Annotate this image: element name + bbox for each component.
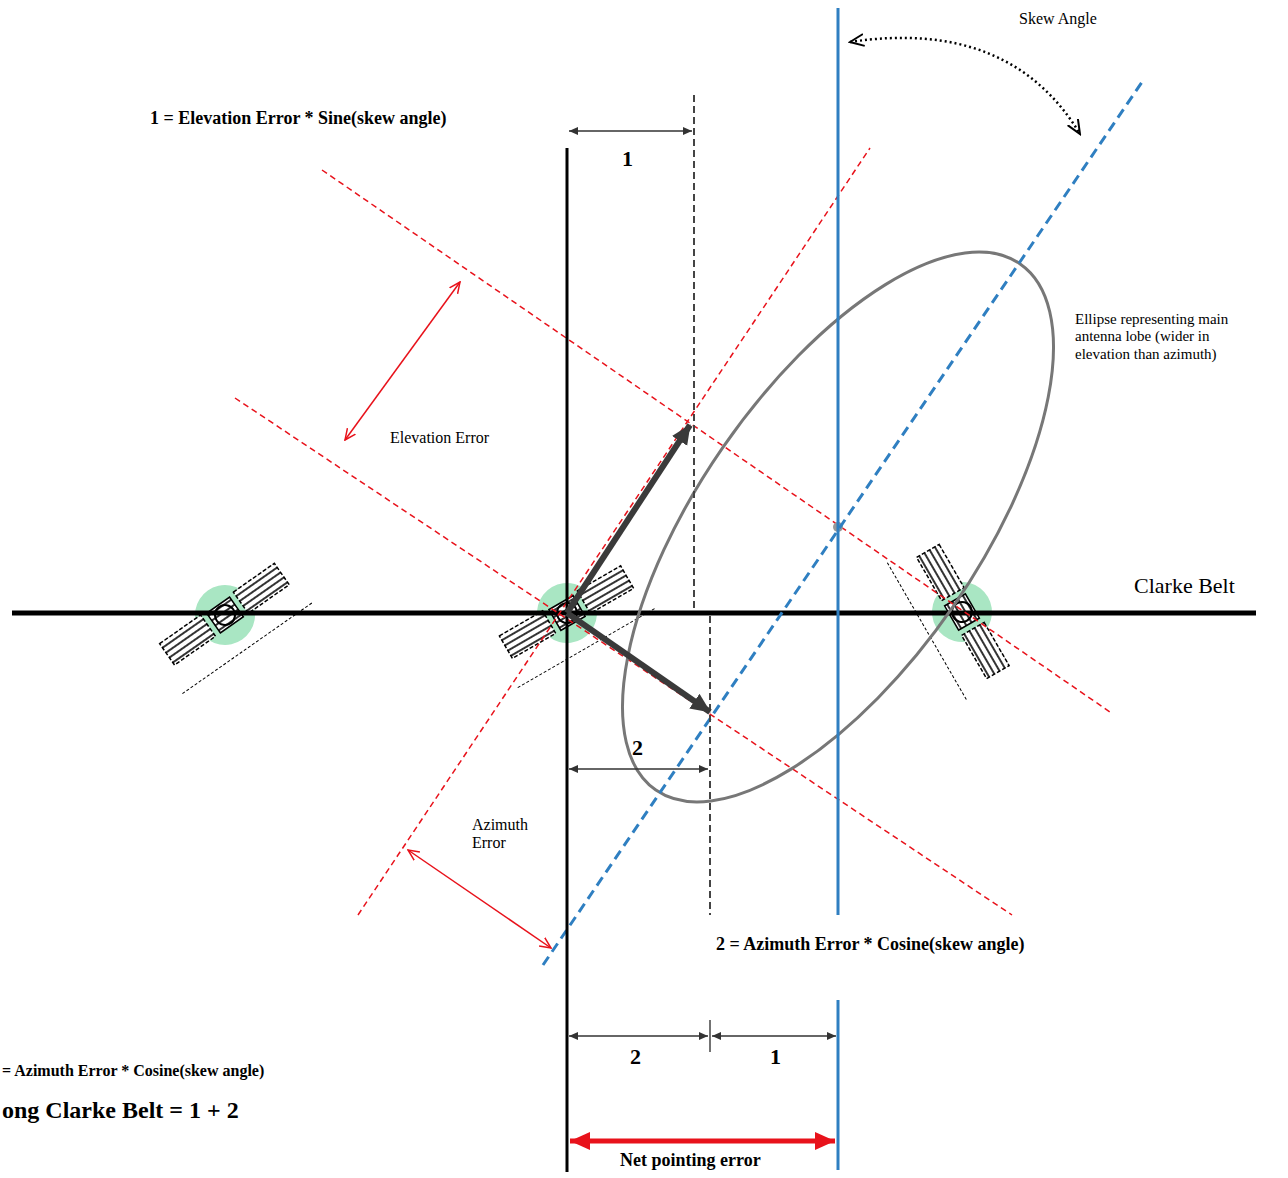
angle-label: Skew Angle <box>1019 10 1097 28</box>
ellipse-note: Ellipse representing main antenna lobe (… <box>1073 310 1252 364</box>
formula-label: ong Clarke Belt = 1 + 2 <box>2 1097 239 1125</box>
callout-number: 2 <box>632 735 643 760</box>
error-label: Azimuth Error <box>470 815 549 854</box>
error-label: Elevation Error <box>388 428 491 448</box>
callout-number: 1 <box>622 146 633 171</box>
callout-number: 2 <box>630 1044 641 1069</box>
result-label: Net pointing error <box>620 1150 761 1171</box>
belt-label: Clarke Belt <box>1132 572 1237 599</box>
callout-number: 1 <box>770 1044 781 1069</box>
formula-label: 1 = Elevation Error * Sine(skew angle) <box>150 108 447 129</box>
formula-label: = Azimuth Error * Cosine(skew angle) <box>2 1062 264 1080</box>
formula-label: 2 = Azimuth Error * Cosine(skew angle) <box>716 934 1025 955</box>
